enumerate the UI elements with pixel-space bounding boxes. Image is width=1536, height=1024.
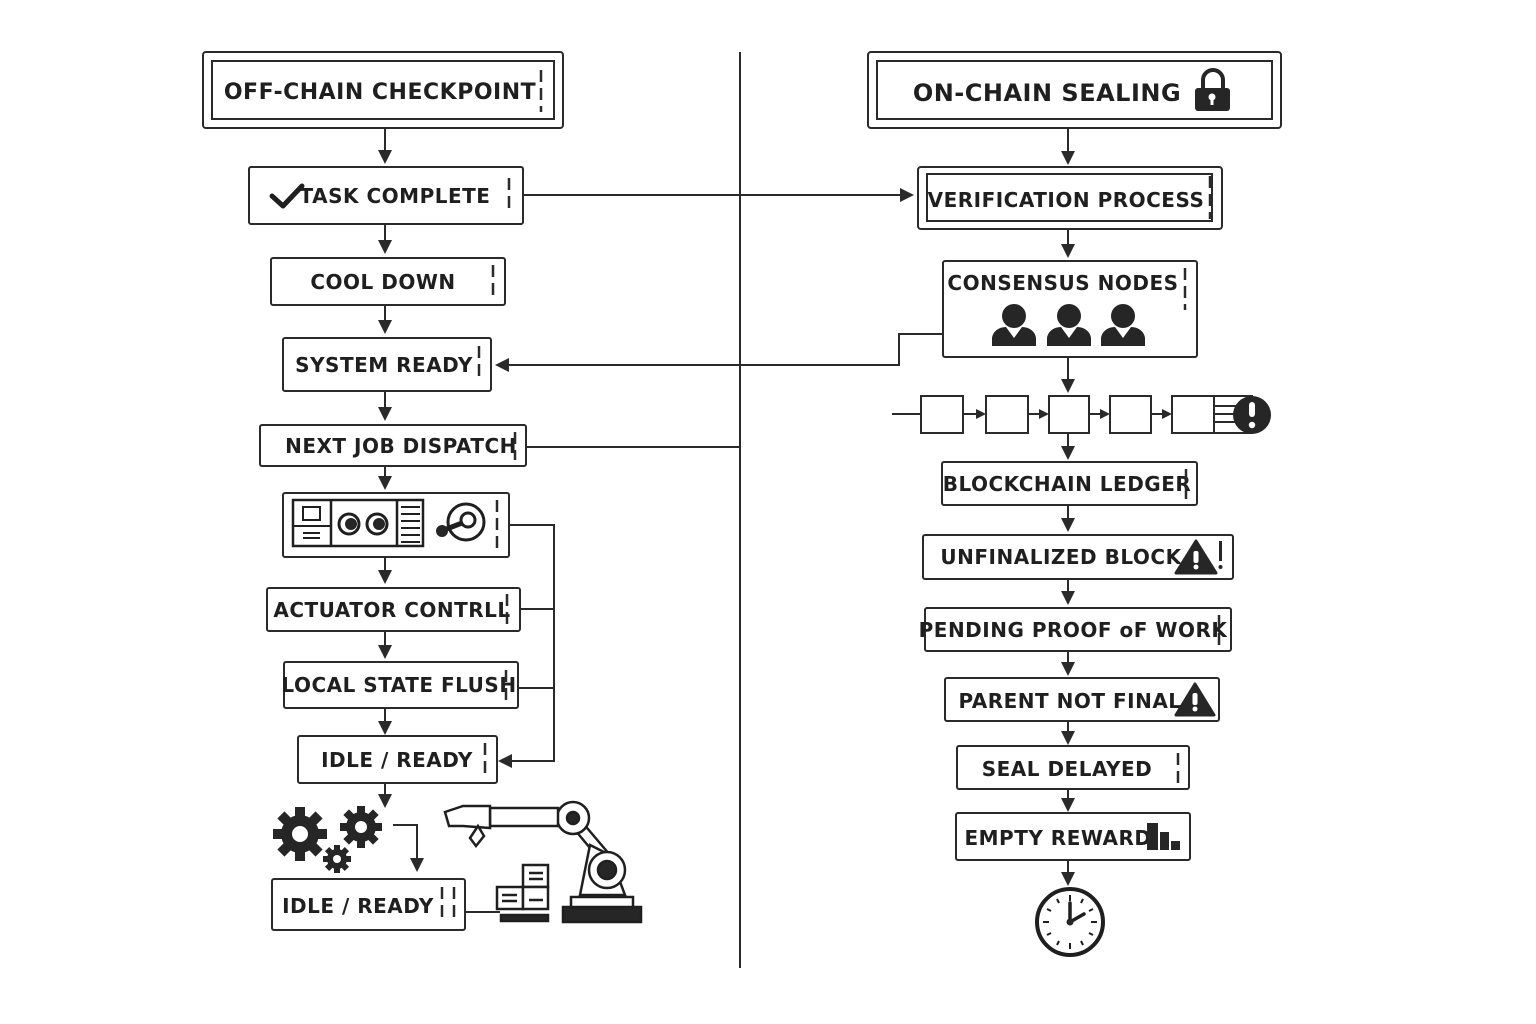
left-header-title: OFF-CHAIN CHECKPOINT [224, 80, 536, 105]
step-label: IDLE / READY [321, 748, 473, 772]
step-unfinalized-block[interactable]: UNFINALIZED BLOCK [922, 534, 1234, 580]
step-verification-process[interactable]: VERIFICATION PROCESS [917, 166, 1223, 230]
step-label: CONSENSUS NODES [947, 271, 1178, 295]
step-empty-reward[interactable]: EMPTY REWARD [955, 812, 1191, 861]
step-label: UNFINALIZED BLOCK [940, 545, 1182, 569]
step-blockchain-ledger[interactable]: BLOCKCHAIN LEDGER [941, 461, 1198, 506]
block-chain-icon [892, 395, 1271, 434]
right-header[interactable]: ON-CHAIN SEALING [867, 51, 1282, 129]
gears-icon [273, 806, 382, 873]
step-label: SEAL DELAYED [982, 757, 1153, 781]
step-actuator-control[interactable]: ACTUATOR CONTRLL [266, 587, 521, 632]
right-header-title: ON-CHAIN SEALING [913, 79, 1181, 107]
step-consensus-nodes[interactable]: CONSENSUS NODES [942, 260, 1198, 358]
step-label: NEXT JOB DISPATCH [285, 434, 517, 458]
step-idle-ready-final[interactable]: IDLE / READY [271, 878, 466, 931]
step-pending-proof-of-work[interactable]: PENDING PROOF oF WORK [919, 607, 1232, 652]
alert-icon [1233, 396, 1271, 434]
step-local-state-flush[interactable]: LOCAL STATE FLUSH [281, 661, 519, 709]
step-label: TASK COMPLETE [300, 184, 491, 208]
people-icon [992, 304, 1145, 346]
left-header[interactable]: OFF-CHAIN CHECKPOINT [202, 51, 564, 129]
step-parent-not-final[interactable]: PARENT NOT FINAL [944, 677, 1220, 722]
step-system-ready[interactable]: SYSTEM READY [282, 337, 492, 392]
step-task-complete[interactable]: TASK COMPLETE [248, 166, 524, 225]
step-cool-down[interactable]: COOL DOWN [270, 257, 506, 306]
step-label: EMPTY REWARD [964, 826, 1151, 850]
step-label: SYSTEM READY [295, 353, 473, 377]
step-label: PARENT NOT FINAL [958, 689, 1181, 713]
control-panel-icon [291, 498, 486, 548]
step-label: IDLE / READY [282, 894, 434, 918]
step-seal-delayed[interactable]: SEAL DELAYED [956, 745, 1190, 790]
warning-icon [1174, 682, 1216, 717]
padlock-icon [1195, 68, 1230, 111]
checkmark-icon [269, 183, 305, 209]
robot-arm-icon [443, 800, 643, 924]
step-next-job-dispatch[interactable]: NEXT JOB DISPATCH [259, 424, 527, 467]
clock-icon [1035, 887, 1105, 957]
warning-icon [1174, 539, 1218, 575]
step-label: VERIFICATION PROCESS [928, 188, 1205, 212]
step-label: COOL DOWN [310, 270, 455, 294]
step-label: PENDING PROOF oF WORK [919, 618, 1229, 642]
bar-chart-icon [1147, 823, 1180, 850]
step-label: ACTUATOR CONTRLL [273, 598, 510, 622]
step-control-panel[interactable] [282, 492, 510, 558]
step-idle-ready[interactable]: IDLE / READY [297, 735, 498, 784]
step-label: LOCAL STATE FLUSH [281, 673, 516, 697]
step-label: BLOCKCHAIN LEDGER [943, 472, 1192, 496]
